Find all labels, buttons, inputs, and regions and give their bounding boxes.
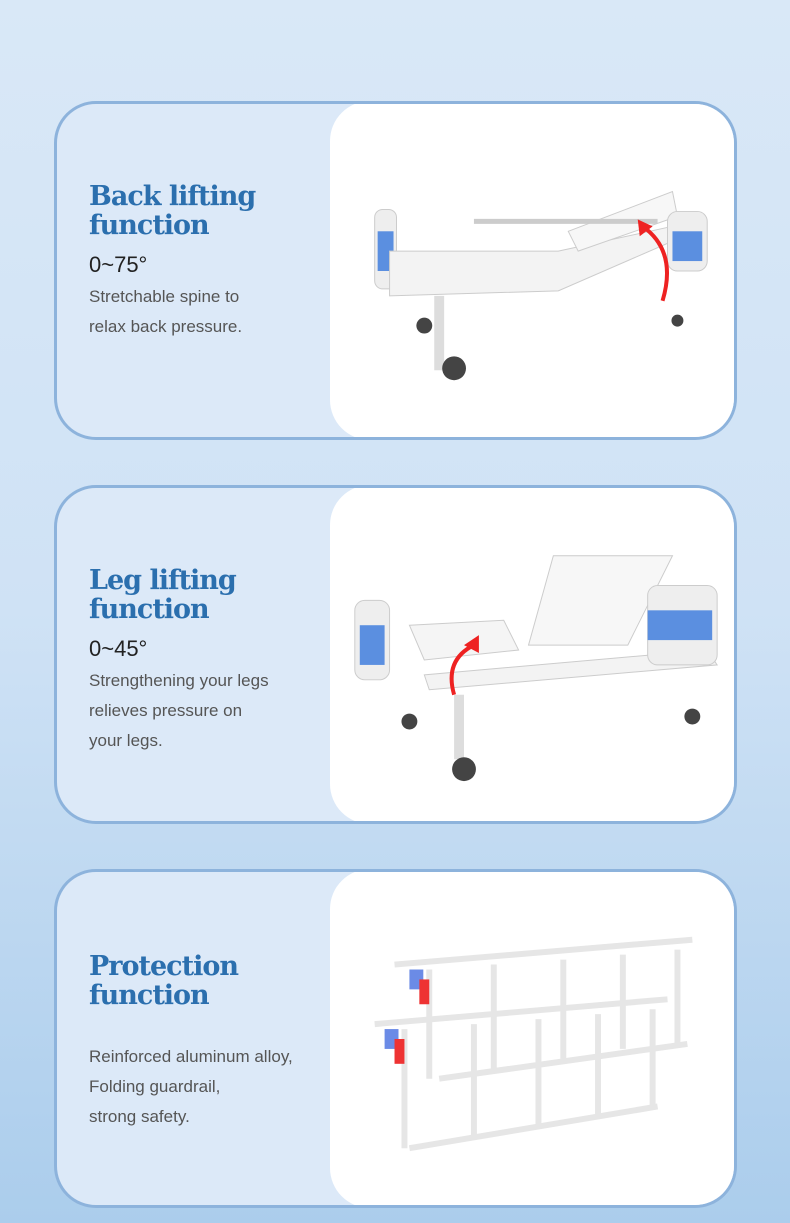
feature-description: Reinforced aluminum alloy,Folding guardr… [89, 1047, 293, 1126]
guardrail-image [330, 872, 734, 1205]
bed-back-lifting-image [330, 104, 734, 437]
feature-angle: 0~75° [89, 252, 148, 277]
feature-angle: 0~45° [89, 636, 148, 661]
bed-leg-lifting-image [330, 488, 734, 821]
